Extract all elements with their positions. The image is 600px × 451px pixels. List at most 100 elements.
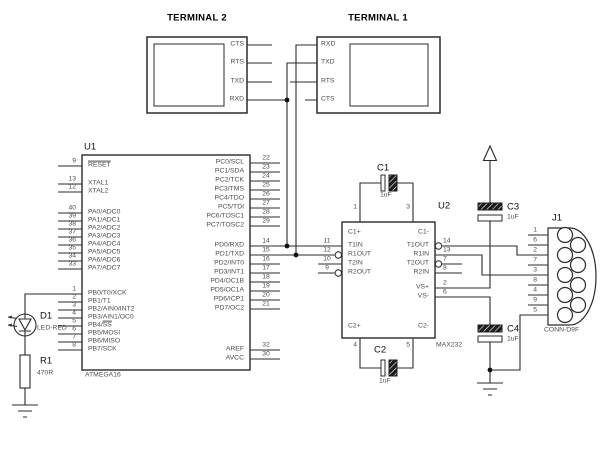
u1-pin-PC3/TMS: PC3/TMS bbox=[214, 185, 244, 193]
junction-dots bbox=[284, 97, 493, 373]
u1-pin-XTAL1: XTAL1 bbox=[88, 179, 109, 187]
u2-pinnum-5: 5 bbox=[406, 341, 410, 349]
j1-pinnum-3: 3 bbox=[533, 266, 537, 274]
u2-pinnum-8: 8 bbox=[443, 264, 447, 272]
u1-pin-PA7/ADC7: PA7/ADC7 bbox=[88, 264, 121, 272]
u1-pinnum-13: 13 bbox=[68, 175, 76, 183]
u1-pin-PA3/ADC3: PA3/ADC3 bbox=[88, 232, 121, 240]
u1-pin-PD3/INT1: PD3/INT1 bbox=[214, 268, 244, 276]
u1-pin-PC5/TDI: PC5/TDI bbox=[217, 203, 244, 211]
u1-pin-PB3/AIN1/OC0: PB3/AIN1/OC0 bbox=[88, 313, 134, 321]
r1-value: 470R bbox=[37, 369, 54, 377]
terminal2-pin-TXD: TXD bbox=[230, 77, 244, 85]
j1-pinnum-5: 5 bbox=[533, 306, 537, 314]
u2-pin-T2OUT: T2OUT bbox=[406, 259, 429, 267]
u2-pin-C1+: C1+ bbox=[348, 228, 361, 236]
u1-pin-PB7/SCK: PB7/SCK bbox=[88, 345, 117, 353]
u1-pin-PA5/ADC5: PA5/ADC5 bbox=[88, 248, 121, 256]
terminal2-title: TERMINAL 2 bbox=[167, 12, 227, 24]
u2-pinnum-12: 12 bbox=[323, 246, 331, 254]
u1-pin-PA4/ADC4: PA4/ADC4 bbox=[88, 240, 121, 248]
u1-part: ATMEGA16 bbox=[85, 371, 121, 379]
u1-pin-RESET: RESET bbox=[88, 161, 111, 169]
u1-pin-PC2/TCK: PC2/TCK bbox=[215, 176, 244, 184]
u1-pin-AVCC: AVCC bbox=[225, 354, 244, 362]
u1-pinnum-37: 37 bbox=[68, 228, 76, 236]
u2-pin-C1-: C1- bbox=[418, 228, 429, 236]
terminal2-pin-CTS: CTS bbox=[230, 40, 244, 48]
u2-pin-C2+: C2+ bbox=[348, 322, 361, 330]
u1-pinnum-2: 2 bbox=[72, 293, 76, 301]
u1-pinnum-32: 32 bbox=[262, 341, 270, 349]
j1-pinnum-9: 9 bbox=[533, 296, 537, 304]
u2-box bbox=[341, 221, 436, 339]
c2-ref: C2 bbox=[374, 344, 387, 356]
u2-pinnum-2: 2 bbox=[443, 279, 447, 287]
u2-pin-VS-: VS- bbox=[417, 292, 429, 300]
terminal2-pin-RTS: RTS bbox=[230, 58, 244, 66]
c4-value: 1uF bbox=[507, 335, 519, 343]
u1-pin-PC4/TDO: PC4/TDO bbox=[214, 194, 244, 202]
j1-connector bbox=[547, 226, 597, 326]
j1-pinnum-2: 2 bbox=[533, 246, 537, 254]
c1-ref: C1 bbox=[377, 162, 390, 174]
u1-pinnum-20: 20 bbox=[262, 291, 270, 299]
u1-pin-PC6/TOSC1: PC6/TOSC1 bbox=[206, 212, 244, 220]
u1-pinnum-8: 8 bbox=[72, 341, 76, 349]
u1-pin-PA0/ADC0: PA0/ADC0 bbox=[88, 208, 121, 216]
u2-pin-VS+: VS+ bbox=[415, 283, 429, 291]
u1-pin-PD7/OC2: PD7/OC2 bbox=[214, 304, 244, 312]
u1-pin-PD6/ICP1: PD6/ICP1 bbox=[213, 295, 244, 303]
u2-pin-C2-: C2- bbox=[418, 322, 429, 330]
u1-pin-PB5/MOSI: PB5/MOSI bbox=[88, 329, 121, 337]
u1-pinnum-5: 5 bbox=[72, 317, 76, 325]
u1-pin-PA1/ADC1: PA1/ADC1 bbox=[88, 216, 121, 224]
u1-pinnum-39: 39 bbox=[68, 212, 76, 220]
u1-pinnum-36: 36 bbox=[68, 236, 76, 244]
terminal1-pin-TXD: TXD bbox=[321, 58, 335, 66]
j1-pinnum-8: 8 bbox=[533, 276, 537, 284]
u1-pin-PB6/MISO: PB6/MISO bbox=[88, 337, 121, 345]
u1-pin-XTAL2: XTAL2 bbox=[88, 187, 109, 195]
u1-pin-AREF: AREF bbox=[225, 345, 244, 353]
capacitor-c3-symbol bbox=[477, 202, 503, 222]
u1-pinnum-28: 28 bbox=[262, 208, 270, 216]
u1-pinnum-12: 12 bbox=[68, 183, 76, 191]
u1-pinnum-29: 29 bbox=[262, 217, 270, 225]
u1-pinnum-1: 1 bbox=[72, 285, 76, 293]
u1-pin-PD5/OC1A: PD5/OC1A bbox=[210, 286, 244, 294]
u1-pin-PC0/SCL: PC0/SCL bbox=[215, 158, 244, 166]
j1-ref: J1 bbox=[552, 212, 563, 224]
u2-pinnum-11: 11 bbox=[323, 237, 331, 245]
r1-ref: R1 bbox=[40, 355, 53, 367]
u1-box bbox=[81, 154, 251, 371]
c2-value: 1uF bbox=[379, 377, 391, 385]
u1-pinnum-34: 34 bbox=[68, 252, 76, 260]
u2-pinnum-4: 4 bbox=[353, 341, 357, 349]
u1-pinnum-9: 9 bbox=[72, 157, 76, 165]
u2-pinnum-6: 6 bbox=[443, 288, 447, 296]
u1-pin-PA2/ADC2: PA2/ADC2 bbox=[88, 224, 121, 232]
u2-pin-R1IN: R1IN bbox=[413, 250, 430, 258]
u1-pinnum-23: 23 bbox=[262, 163, 270, 171]
u2-pin-T1OUT: T1OUT bbox=[406, 241, 429, 249]
u2-pin-R1OUT: R1OUT bbox=[348, 250, 372, 258]
u1-pin-PC7/TOSC2: PC7/TOSC2 bbox=[206, 221, 244, 229]
u1-pinnum-14: 14 bbox=[262, 237, 270, 245]
u2-pinnum-10: 10 bbox=[323, 255, 331, 263]
u2-pinnum-13: 13 bbox=[443, 246, 451, 254]
d1-ref: D1 bbox=[40, 310, 53, 322]
u1-pinnum-18: 18 bbox=[262, 273, 270, 281]
u1-pin-PB1/T1: PB1/T1 bbox=[88, 297, 111, 305]
u1-pin-PD1/TXD: PD1/TXD bbox=[215, 250, 244, 258]
u1-pinnum-24: 24 bbox=[262, 172, 270, 180]
u1-pinnum-6: 6 bbox=[72, 325, 76, 333]
u1-pin-PC1/SDA: PC1/SDA bbox=[214, 167, 244, 175]
u1-pinnum-33: 33 bbox=[68, 260, 76, 268]
capacitor-c1-symbol bbox=[380, 174, 398, 192]
vcc-arrow-icon bbox=[482, 144, 498, 162]
u2-pin-R2IN: R2IN bbox=[413, 268, 430, 276]
j1-value: CONN-D9F bbox=[544, 326, 580, 334]
u2-pinnum-7: 7 bbox=[443, 255, 447, 263]
